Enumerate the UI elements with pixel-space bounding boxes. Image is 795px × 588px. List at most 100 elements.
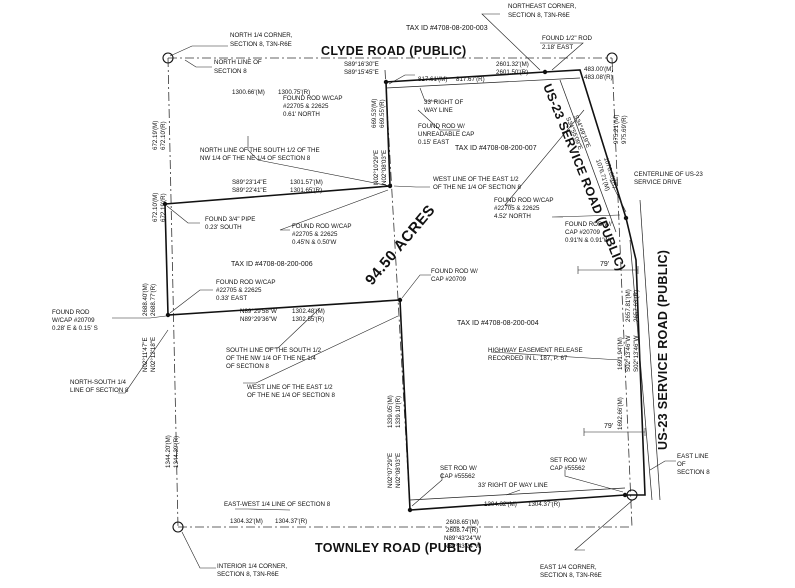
svg-text:#22705 & 22625: #22705 & 22625 xyxy=(283,103,329,110)
svg-text:2.18' EAST: 2.18' EAST xyxy=(542,44,573,51)
note-centerline-us23: CENTERLINE OF US-23 SERVICE DRIVE xyxy=(634,171,703,186)
svg-text:NORTH 1/4 CORNER,: NORTH 1/4 CORNER, xyxy=(230,32,293,39)
svg-text:N89°43'24"W: N89°43'24"W xyxy=(444,543,481,550)
svg-text:CAP #55562: CAP #55562 xyxy=(440,473,476,480)
svg-text:2601.32'(M): 2601.32'(M) xyxy=(496,61,529,68)
monument-interior-quarter xyxy=(172,521,184,533)
svg-text:N89°43'24"W: N89°43'24"W xyxy=(444,535,481,542)
svg-text:EAST LINE: EAST LINE xyxy=(677,453,709,460)
note-northeast-corner: NORTHEAST CORNER, SECTION 8, T3N-R6E xyxy=(508,3,576,19)
svg-text:WAY LINE: WAY LINE xyxy=(424,107,453,114)
svg-text:483.00'(M): 483.00'(M) xyxy=(584,66,613,73)
svg-text:1344.39'(R): 1344.39'(R) xyxy=(173,436,180,468)
svg-text:FOUND ROD W/CAP: FOUND ROD W/CAP xyxy=(283,95,342,102)
note-unreadable-cap: FOUND ROD W/ UNREADABLE CAP 0.15' EAST xyxy=(418,123,474,146)
svg-text:OF: OF xyxy=(677,461,686,468)
tax-id-003: TAX ID #4708-08-200-003 xyxy=(406,25,488,32)
svg-text:2688.77'(R): 2688.77'(R) xyxy=(150,284,157,316)
svg-text:INTERIOR 1/4 CORNER,: INTERIOR 1/4 CORNER, xyxy=(217,563,287,570)
svg-text:N02°08'03"E: N02°08'03"E xyxy=(381,150,388,185)
svg-text:FOUND ROD W/CAP: FOUND ROD W/CAP xyxy=(216,279,275,286)
note-set-rod-right: SET ROD W/ CAP #55562 xyxy=(550,457,587,472)
svg-text:WEST LINE OF THE EAST 1/2: WEST LINE OF THE EAST 1/2 xyxy=(247,384,333,391)
svg-text:HIGHWAY EASEMENT RELEASE: HIGHWAY EASEMENT RELEASE xyxy=(488,347,583,354)
note-west-line-east-half-top: WEST LINE OF THE EAST 1/2 OF THE NE 1/4 … xyxy=(433,176,521,191)
svg-text:2608.65'(M): 2608.65'(M) xyxy=(446,519,479,526)
right-of-way-line-top xyxy=(385,77,581,89)
svg-text:0.91'N & 0.91'W: 0.91'N & 0.91'W xyxy=(565,237,609,244)
svg-text:0.33' EAST: 0.33' EAST xyxy=(216,295,247,302)
svg-text:FOUND ROD W/: FOUND ROD W/ xyxy=(431,268,478,275)
svg-text:S89°15'45"E: S89°15'45"E xyxy=(344,69,379,76)
svg-text:S89°16'30"E: S89°16'30"E xyxy=(344,61,379,68)
svg-text:OF THE NE 1/4 OF SECTION 8: OF THE NE 1/4 OF SECTION 8 xyxy=(247,392,335,399)
note-east-line: EAST LINE OF SECTION 8 xyxy=(677,453,710,476)
svg-text:CAP #55562: CAP #55562 xyxy=(550,465,586,472)
svg-text:FOUND ROD W/CAP: FOUND ROD W/CAP xyxy=(494,197,553,204)
east-section-line xyxy=(611,57,633,528)
svg-text:2608.74'(R): 2608.74'(R) xyxy=(446,527,478,534)
svg-text:OF THE NW 1/4 OF THE NE 1/4: OF THE NW 1/4 OF THE NE 1/4 xyxy=(226,355,316,362)
note-rod-20709-mid: FOUND ROD W/ CAP #20709 xyxy=(431,268,478,283)
svg-text:0.15' EAST: 0.15' EAST xyxy=(418,139,449,146)
svg-text:LINE OF SECTION 8: LINE OF SECTION 8 xyxy=(70,387,129,394)
west-section-line xyxy=(167,57,179,528)
svg-text:33' RIGHT OF: 33' RIGHT OF xyxy=(424,99,463,106)
svg-text:2601.50'(R): 2601.50'(R) xyxy=(496,69,528,76)
svg-text:FOUND ROD: FOUND ROD xyxy=(52,309,90,316)
found-rod-dot xyxy=(383,79,389,85)
svg-text:FOUND ROD W/: FOUND ROD W/ xyxy=(418,123,465,130)
svg-text:2657.81'(M): 2657.81'(M) xyxy=(625,289,632,322)
found-rod-dot xyxy=(397,297,403,303)
set-rod-dot xyxy=(622,492,628,498)
svg-text:CENTERLINE OF US-23: CENTERLINE OF US-23 xyxy=(634,171,703,178)
east-parallel-line xyxy=(639,199,661,501)
svg-text:#22705 & 22625: #22705 & 22625 xyxy=(494,205,540,212)
svg-text:CAP #20709: CAP #20709 xyxy=(565,229,601,236)
tax-id-007: TAX ID #4708-08-200-007 xyxy=(455,145,537,152)
svg-text:817.61'(M): 817.61'(M) xyxy=(418,76,447,83)
svg-text:S02°13'46"W: S02°13'46"W xyxy=(633,335,640,372)
bearings-bottom: 2608.65'(M) 2608.74'(R) N89°43'24"W N89°… xyxy=(230,501,560,550)
svg-text:1302.48'(M): 1302.48'(M) xyxy=(292,308,325,315)
svg-text:SECTION 8, T3N-R6E: SECTION 8, T3N-R6E xyxy=(217,571,279,578)
note-east-quarter-corner: EAST 1/4 CORNER, SECTION 8, T3N-R6E xyxy=(540,564,602,579)
svg-text:SOUTH LINE OF THE SOUTH 1/2: SOUTH LINE OF THE SOUTH 1/2 xyxy=(226,347,322,354)
svg-text:672.19'(M): 672.19'(M) xyxy=(152,121,159,150)
note-found-half-rod: FOUND 1/2" ROD 2.18' EAST xyxy=(542,35,593,51)
leader-lines xyxy=(112,13,676,569)
note-west-line-east-half-bottom: WEST LINE OF THE EAST 1/2 OF THE NE 1/4 … xyxy=(247,384,335,399)
svg-text:SECTION 8, T3N-R6E: SECTION 8, T3N-R6E xyxy=(540,572,602,579)
bearings-lower: N89°29'58"W N89°29'36"W 1302.48'(M) 1302… xyxy=(240,308,402,488)
svg-text:FOUND ROD W/CAP: FOUND ROD W/CAP xyxy=(292,223,351,230)
found-rod-dot xyxy=(165,312,171,318)
svg-text:SET ROD W/: SET ROD W/ xyxy=(440,465,477,472)
note-set-rod-left: SET ROD W/ CAP #55562 xyxy=(440,465,477,480)
note-rod-cap-452: FOUND ROD W/CAP #22705 & 22625 4.52' NOR… xyxy=(494,197,553,220)
dimension-79-bottom: 79' xyxy=(583,423,646,436)
townley-road-label: TOWNLEY ROAD (PUBLIC) xyxy=(315,541,482,555)
svg-text:1339.10'(R): 1339.10'(R) xyxy=(395,396,402,428)
svg-text:0.23' SOUTH: 0.23' SOUTH xyxy=(205,224,242,231)
svg-text:OF SECTION 8: OF SECTION 8 xyxy=(226,363,270,370)
note-highway-easement: HIGHWAY EASEMENT RELEASE RECORDED IN L. … xyxy=(488,347,583,362)
note-north-line-section: NORTH LINE OF SECTION 8 xyxy=(214,59,262,75)
svg-text:1301.57'(M): 1301.57'(M) xyxy=(290,179,323,186)
svg-text:SECTION 8: SECTION 8 xyxy=(214,68,247,75)
bearings-left-side: 672.19'(M) 672.10'(R) 672.10'(M) 672.19'… xyxy=(142,121,180,468)
section-lines xyxy=(167,57,633,528)
svg-text:669.53'(M): 669.53'(M) xyxy=(371,99,378,128)
svg-text:WEST LINE OF THE EAST 1/2: WEST LINE OF THE EAST 1/2 xyxy=(433,176,519,183)
svg-text:#22705 & 22625: #22705 & 22625 xyxy=(216,287,262,294)
note-interior-corner: INTERIOR 1/4 CORNER, SECTION 8, T3N-R6E xyxy=(217,563,287,578)
note-rod-cap-045: FOUND ROD W/CAP #22705 & 22625 0.45'N & … xyxy=(292,223,351,246)
clyde-road-label: CLYDE ROAD (PUBLIC) xyxy=(321,44,467,58)
bearings-east-side: 1691.94'(M) 1692.66'(M) 2657.81'(M) 2657… xyxy=(617,289,640,430)
svg-text:1339.05'(M): 1339.05'(M) xyxy=(387,395,394,428)
note-pipe-034: FOUND 3/4" PIPE 0.23' SOUTH xyxy=(205,216,255,231)
svg-text:CAP #20709: CAP #20709 xyxy=(431,276,467,283)
tax-id-004: TAX ID #4708-08-200-004 xyxy=(457,320,539,327)
right-of-way-line-bottom xyxy=(409,487,626,501)
note-north-south-quarter: NORTH-SOUTH 1/4 LINE OF SECTION 8 xyxy=(70,379,129,394)
svg-text:817.67'(R): 817.67'(R) xyxy=(456,76,485,83)
